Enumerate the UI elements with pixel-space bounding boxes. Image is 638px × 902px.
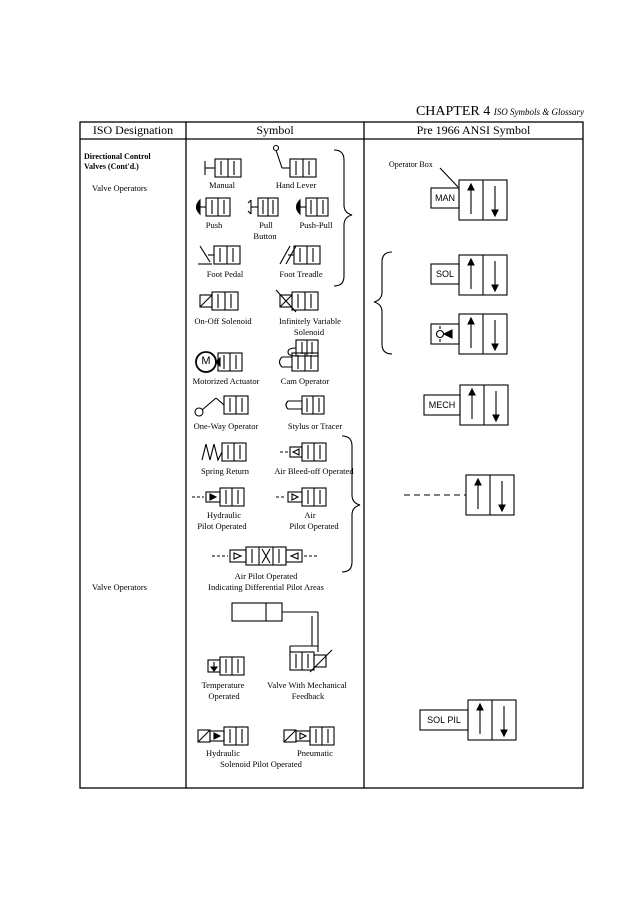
pull-button-symbol [247,197,279,217]
ansi-label-man: MAN [435,193,455,203]
label-motorized-actuator: Motorized Actuator [192,376,260,386]
operator-box-leader [439,167,459,188]
hand-lever-symbol [272,144,317,178]
label-on-off-solenoid: On-Off Solenoid [194,316,252,326]
infinitely-variable-solenoid-symbol [275,289,319,313]
label-operator-box: Operator Box [389,160,433,169]
hydraulic-solenoid-pilot-symbol [197,726,249,746]
stylus-tracer-symbol [285,395,325,415]
label-hydraulic-solenoid: Hydraulic [206,748,240,758]
label-pneumatic-solenoid: Pneumatic [297,748,333,758]
label-hydraulic-pilot-1: Hydraulic [207,510,241,520]
ansi-label-sol-pil: SOL PIL [427,715,461,725]
motorized-actuator-symbol [195,351,243,373]
label-hydraulic-pilot-2: Pilot Operated [197,521,247,531]
mechanical-feedback-valve-symbol [289,645,333,673]
designation-valve-operators-2: Valve Operators [92,582,147,592]
column-header-symbol: Symbol [256,123,294,137]
label-air-pilot-1: Air [304,510,316,520]
label-push-pull: Push-Pull [299,220,333,230]
label-cam-operator: Cam Operator [280,376,330,386]
label-temperature-2: Operated [208,691,240,701]
label-temperature-1: Temperature [201,680,245,690]
chapter-subtitle: ISO Symbols & Glossary [493,107,584,117]
feedback-cylinder-symbol [231,602,319,652]
label-foot-pedal: Foot Pedal [206,269,244,279]
foot-pedal-symbol [198,245,241,265]
pneumatic-solenoid-pilot-symbol [283,726,335,746]
table-frame [79,121,584,789]
label-hand-lever: Hand Lever [275,180,317,190]
label-air-pilot-2: Pilot Operated [289,521,339,531]
label-mech-feedback-1: Valve With Mechanical [267,680,347,690]
ansi-man-symbol [430,179,508,221]
ansi-label-sol: SOL [435,269,454,279]
column-header-iso-designation: ISO Designation [92,123,174,137]
chapter-title: CHAPTER 4 [415,104,491,119]
air-bleed-off-symbol [280,442,327,462]
column-header-ansi-symbol: Pre 1966 ANSI Symbol [416,123,531,137]
label-air-bleed-off: Air Bleed-off Operated [274,466,354,476]
bracket-ansi-solenoid [373,251,393,355]
label-spring-return: Spring Return [201,466,249,476]
air-pilot-symbol [276,487,327,507]
foot-treadle-symbol [279,245,321,265]
spring-return-symbol [201,442,247,462]
label-button: Button [253,231,277,241]
label-air-pilot-differential-1: Air Pilot Operated [234,571,298,581]
ansi-sol-symbol [430,254,508,296]
designation-title: Directional Control Valves (Cont'd.) [84,152,151,171]
differential-air-pilot-symbol [212,546,318,566]
chapter-heading: CHAPTER 4 ISO Symbols & Glossary [416,104,584,120]
label-pull: Pull [259,220,273,230]
motor-letter: M [201,355,211,367]
label-push: Push [205,220,223,230]
ansi-sol-pil-symbol [419,699,517,741]
label-air-pilot-differential-2: Indicating Differential Pilot Areas [208,582,324,592]
push-pull-symbol [295,197,329,217]
on-off-solenoid-symbol [199,291,239,311]
hydraulic-pilot-symbol [192,487,245,507]
label-mech-feedback-2: Feedback [291,691,325,701]
designation-valve-operators-1: Valve Operators [92,183,147,193]
manual-symbol [204,158,242,178]
label-foot-treadle: Foot Treadle [279,269,323,279]
bracket-manual-group [333,149,353,287]
label-manual: Manual [209,180,235,190]
push-symbol [195,197,231,217]
label-infinitely-variable: Infinitely Variable [279,316,341,326]
ansi-mech-symbol [423,384,509,426]
temperature-operated-symbol [207,656,245,676]
one-way-operator-symbol [194,395,249,417]
cam-operator-symbol [278,352,319,372]
bracket-pilot-group [341,435,361,573]
label-infinitely-variable-solenoid: Solenoid [293,327,325,337]
label-stylus-tracer: Stylus or Tracer [287,421,343,431]
ansi-pilot-symbol [404,474,515,516]
label-solenoid-pilot-operated: Solenoid Pilot Operated [220,759,302,769]
ansi-variable-solenoid-symbol [430,313,508,355]
ansi-label-mech: MECH [428,400,456,410]
label-one-way-operator: One-Way Operator [193,421,259,431]
